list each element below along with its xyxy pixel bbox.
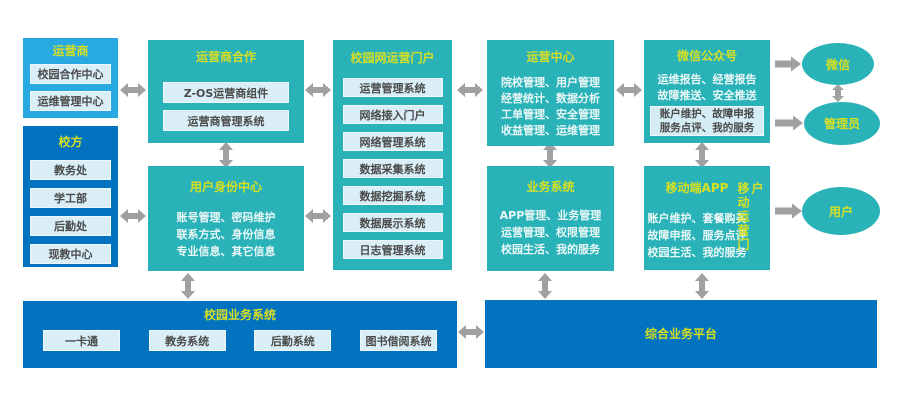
campus-item-library-system: 图书借阅系统 [359, 330, 437, 351]
portal-item-net-mgmt: 网络管理系统 [342, 132, 443, 151]
arrow-school-identity [120, 209, 146, 223]
identity-line-2: 联系方式、身份信息 [176, 228, 276, 241]
platform-title: 综合业务平台 [644, 327, 717, 341]
mobile-portal-vertical-label: 移动运营门户 [736, 182, 764, 252]
identity-line-1: 账号管理、密码维护 [176, 211, 276, 224]
campus-business-row: 一卡通 教务系统 后勤系统 图书借阅系统 [23, 330, 457, 351]
arrow-operator-coop [120, 83, 146, 97]
portal-item-data-display: 数据展示系统 [342, 213, 443, 232]
coop-item-zos: Z-OS运营商组件 [163, 82, 289, 103]
campus-portal-title: 校园网运营门户 [350, 51, 435, 65]
portal-item-data-collect: 数据采集系统 [342, 159, 443, 178]
arrow-coop-identity [219, 142, 233, 168]
school-item-student: 学工部 [30, 188, 111, 208]
arrow-mobileapp-platform [695, 273, 709, 299]
arrow-coop-portal [305, 83, 331, 97]
arrow-to-wechat-ellipse [775, 56, 801, 72]
admin-ellipse-label: 管理员 [823, 117, 860, 131]
arrow-portal-opcenter [457, 83, 483, 97]
wechat-service-panel: 账户维护、故障申报 服务点评、我的服务 [650, 106, 764, 136]
mobileapp-line-2: 故障申报、服务点评 [647, 229, 747, 242]
business-line-1: APP管理、业务管理 [499, 209, 602, 222]
arrow-identity-portal [305, 209, 331, 223]
wechat-official-title: 微信公众号 [676, 49, 737, 63]
arrow-wechat-admin [832, 84, 844, 102]
business-system-title: 业务系统 [526, 180, 575, 194]
mobile-app-title: 移动端APP [665, 181, 729, 195]
wechat-line-1: 运维报告、经营报告 [657, 73, 757, 86]
campus-portal-box: 校园网运营门户 运营管理系统 网络接入门户 网络管理系统 数据采集系统 数据挖掘… [333, 40, 452, 270]
identity-center-title: 用户身份中心 [189, 180, 262, 194]
mobile-app-box: 移动端APP 账户维护、套餐购买 故障申报、服务点评 校园生活、我的服务 移动运… [644, 166, 770, 270]
operation-center-title: 运营中心 [526, 50, 575, 64]
business-line-2: 运营管理、权限管理 [501, 226, 600, 239]
school-title: 校方 [58, 135, 83, 149]
portal-item-op-mgmt: 运营管理系统 [342, 78, 443, 97]
school-item-logistics: 后勤处 [30, 216, 111, 236]
business-line-3: 校园生活、我的服务 [501, 243, 600, 256]
campus-business-box: 校园业务系统 一卡通 教务系统 后勤系统 图书借阅系统 [23, 301, 457, 368]
arrow-opcenter-wechat [616, 83, 642, 97]
arrow-identity-campus [181, 273, 195, 299]
arrow-business-platform [538, 273, 552, 299]
wechat-ellipse-label: 微信 [825, 57, 850, 72]
opcenter-line-1: 院校管理、用户管理 [501, 76, 600, 89]
user-ellipse-label: 用户 [828, 204, 853, 219]
platform-box: 综合业务平台 [485, 300, 877, 368]
mobileapp-line-3: 校园生活、我的服务 [647, 246, 747, 259]
school-item-edu-center: 现教中心 [30, 244, 111, 264]
school-item-academic: 教务处 [30, 160, 111, 180]
operator-box: 运营商 校园合作中心 运维管理中心 [23, 38, 118, 118]
wechat-panel-line-2: 服务点评、我的服务 [659, 122, 755, 134]
campus-business-title: 校园业务系统 [203, 308, 276, 322]
arrow-wechat-mobileapp [695, 142, 709, 168]
wechat-panel-line-1: 账户维护、故障申报 [659, 108, 755, 120]
arrow-to-user-ellipse [775, 203, 802, 219]
campus-item-academic-system: 教务系统 [148, 330, 226, 351]
portal-item-log-mgmt: 日志管理系统 [342, 240, 443, 259]
wechat-official-box: 微信公众号 运维报告、经营报告 故障推送、安全推送 账户维护、故障申报 服务点评… [644, 40, 770, 143]
admin-ellipse: 管理员 [804, 102, 880, 145]
operation-center-box: 运营中心 院校管理、用户管理 经营统计、数据分析 工单管理、安全管理 收益管理、… [487, 40, 614, 146]
operator-coop-title: 运营商合作 [195, 50, 256, 64]
arrow-to-admin-ellipse [775, 115, 803, 131]
wechat-ellipse: 微信 [802, 43, 874, 85]
campus-item-logistics-system: 后勤系统 [254, 330, 332, 351]
opcenter-line-4: 收益管理、运维管理 [501, 124, 600, 137]
opcenter-line-3: 工单管理、安全管理 [501, 108, 600, 121]
identity-center-box: 用户身份中心 账号管理、密码维护 联系方式、身份信息 专业信息、其它信息 [148, 166, 304, 271]
school-box: 校方 教务处 学工部 后勤处 现教中心 [23, 126, 118, 267]
campus-item-onecard: 一卡通 [43, 330, 120, 351]
portal-item-net-access: 网络接入门户 [342, 105, 443, 124]
operator-item-campus-coop: 校园合作中心 [30, 64, 111, 84]
business-system-box: 业务系统 APP管理、业务管理 运营管理、权限管理 校园生活、我的服务 [487, 166, 614, 271]
operator-title: 运营商 [52, 44, 89, 58]
coop-item-mgmt-system: 运营商管理系统 [163, 110, 289, 131]
operator-coop-box: 运营商合作 Z-OS运营商组件 运营商管理系统 [148, 40, 304, 143]
operator-item-ops-mgmt: 运维管理中心 [30, 91, 111, 111]
identity-line-3: 专业信息、其它信息 [176, 245, 276, 258]
portal-item-data-mining: 数据挖掘系统 [342, 186, 443, 205]
wechat-line-2: 故障推送、安全推送 [657, 89, 757, 102]
user-ellipse: 用户 [802, 187, 880, 235]
arrow-campus-platform [458, 325, 484, 339]
mobileapp-line-1: 账户维护、套餐购买 [647, 212, 747, 225]
opcenter-line-2: 经营统计、数据分析 [501, 92, 600, 105]
